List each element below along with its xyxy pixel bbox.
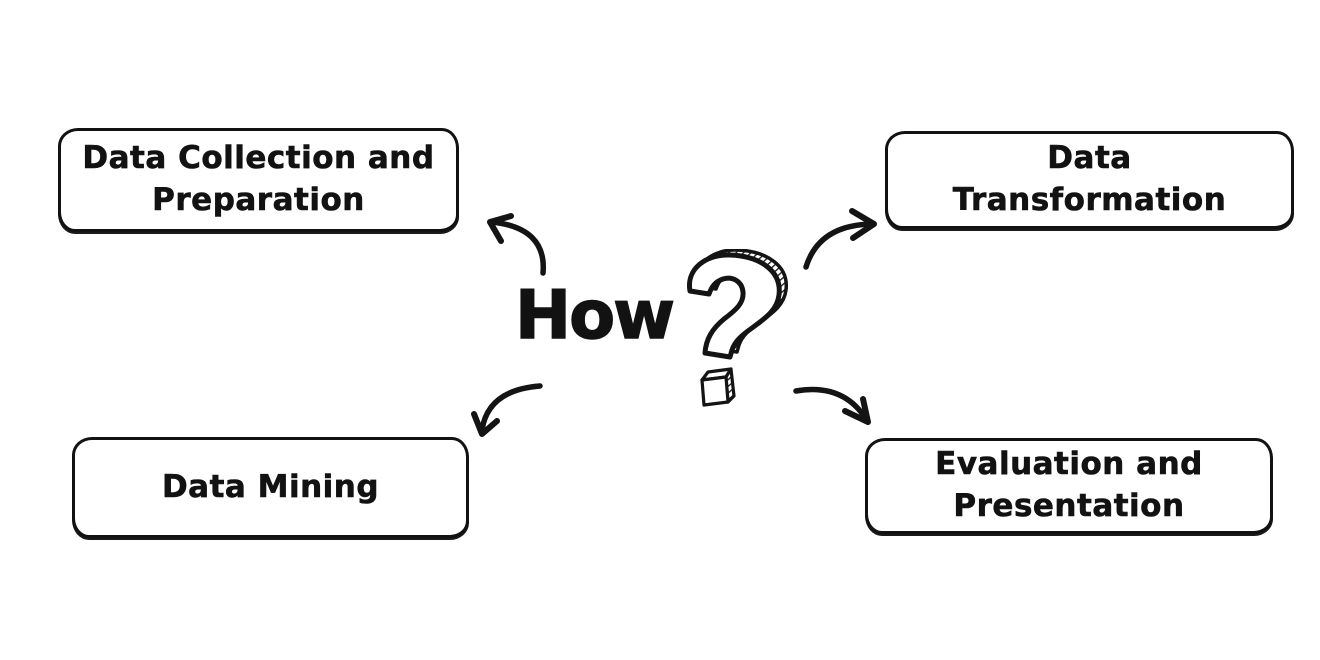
node-label-line: Data Mining: [161, 468, 380, 505]
node-label-line: Data: [1047, 140, 1132, 177]
node-label-line: Evaluation and: [935, 446, 1203, 483]
node-label-line: Transformation: [952, 182, 1227, 219]
node-evaluation-and-presentation: Evaluation and Presentation: [865, 438, 1273, 534]
node-label-line: Data Collection and: [82, 140, 435, 177]
arrow-to-evaluation-icon: [793, 386, 871, 425]
question-mark-icon: [687, 249, 788, 407]
node-data-transformation: Data Transformation: [885, 131, 1294, 229]
question-mark-dot-cube: [700, 367, 736, 407]
center-how-label: How: [514, 276, 675, 354]
node-label-line: Preparation: [152, 182, 365, 219]
node-data-collection-and-preparation: Data Collection and Preparation: [58, 128, 459, 232]
arrow-to-data-mining-icon: [471, 383, 543, 437]
arrow-to-data-transformation-icon: [803, 208, 877, 270]
node-label-line: Presentation: [953, 488, 1185, 525]
node-data-mining: Data Mining: [72, 437, 469, 538]
arrow-to-data-collection-icon: [487, 213, 546, 276]
